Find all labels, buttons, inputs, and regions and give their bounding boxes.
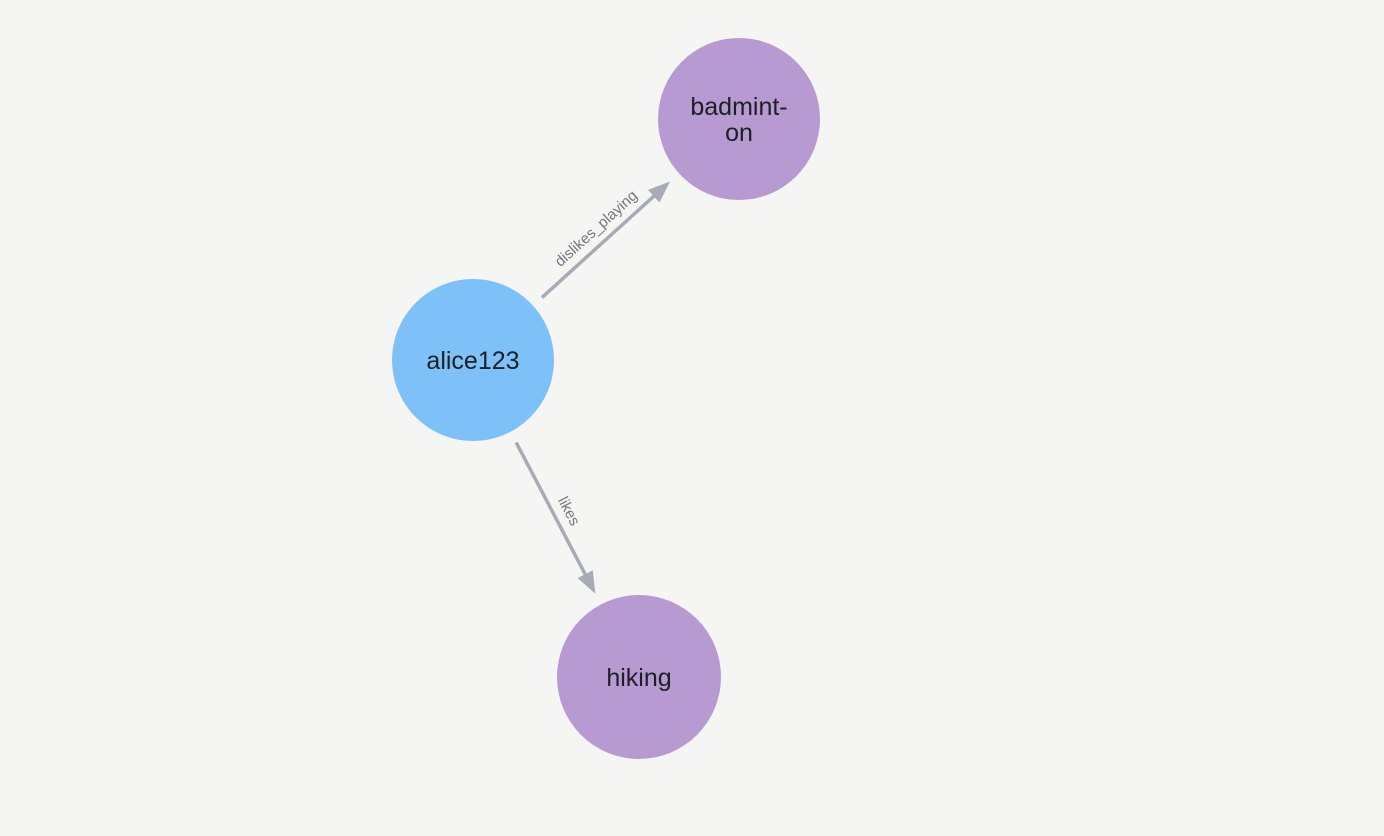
edge-line[interactable] bbox=[514, 441, 590, 580]
node-alice123[interactable]: alice123 bbox=[392, 279, 554, 441]
node-circle[interactable] bbox=[557, 595, 721, 759]
edge-label: dislikes_playing bbox=[552, 187, 641, 270]
nodes-layer: alice123 badmint-on hiking bbox=[392, 38, 820, 759]
arrowhead-icon bbox=[577, 570, 596, 594]
edge-likes[interactable]: likes bbox=[514, 441, 596, 594]
node-hiking[interactable]: hiking bbox=[557, 595, 721, 759]
arrowhead-icon bbox=[648, 181, 671, 203]
node-circle[interactable] bbox=[658, 38, 820, 200]
edge-line[interactable] bbox=[540, 191, 660, 299]
edge-dislikes_playing[interactable]: dislikes_playing bbox=[540, 181, 671, 299]
node-circle[interactable] bbox=[392, 279, 554, 441]
node-badminton[interactable]: badmint-on bbox=[658, 38, 820, 200]
